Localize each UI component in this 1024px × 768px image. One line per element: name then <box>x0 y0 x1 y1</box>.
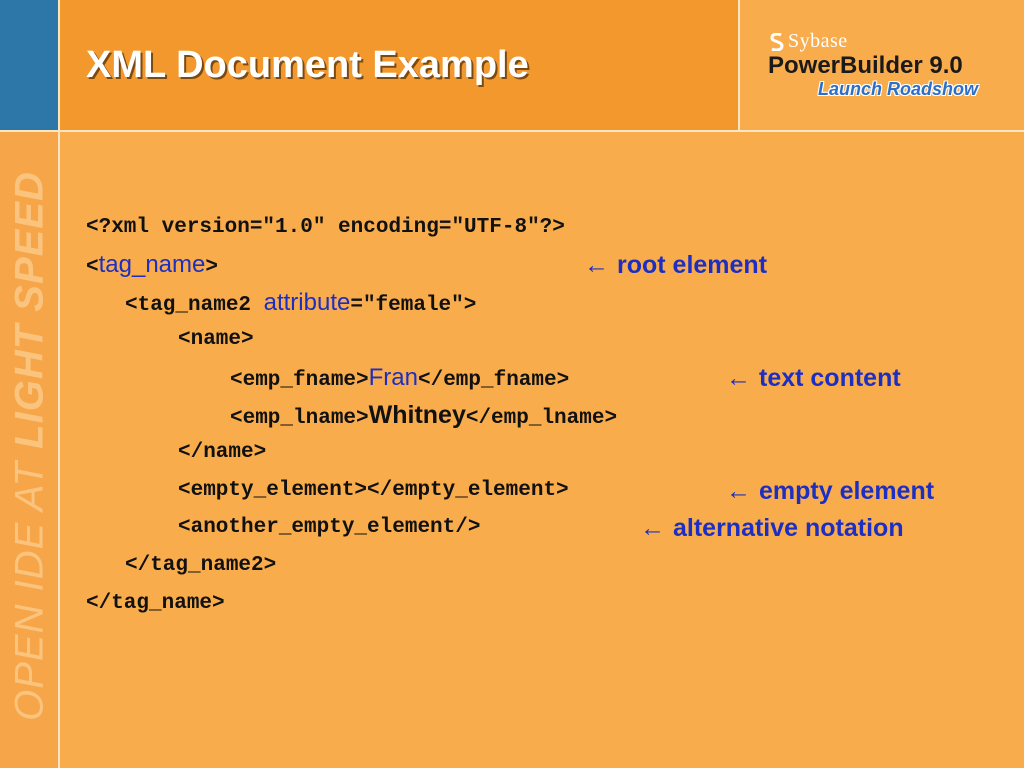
arrow-left-icon: ← <box>584 251 609 279</box>
corner-block <box>0 0 58 130</box>
code-line-lname: <emp_lname>Whitney</emp_lname> <box>230 401 618 430</box>
code-line-name-open: <name> <box>178 328 254 351</box>
code-line-empty-element: <empty_element></empty_element> <box>178 479 569 502</box>
event-logo: Launch Roadshow <box>818 79 979 99</box>
page-title: XML Document Example <box>86 44 529 86</box>
lname-value: Whitney <box>368 401 466 429</box>
fname-value: Fran <box>368 364 418 391</box>
arrow-left-icon: ← <box>726 477 751 505</box>
code-line-root-open: <tag_name> <box>86 251 218 279</box>
note-text-content: ←text content <box>726 364 901 392</box>
attribute-keyword: attribute <box>263 289 351 316</box>
code-line-declaration: <?xml version="1.0" encoding="UTF-8"?> <box>86 216 565 239</box>
code-line-name-close: </name> <box>178 441 267 464</box>
arrow-left-icon: ← <box>726 364 751 392</box>
note-root-element: ←root element <box>584 251 768 279</box>
code-line-root-close: </tag_name> <box>86 592 225 615</box>
logo-panel <box>740 0 1024 130</box>
side-strip <box>0 132 58 768</box>
sybase-logo: Sybase <box>770 30 848 53</box>
side-tagline-b: LIGHT SPEED <box>7 171 52 449</box>
root-tag-name: tag_name <box>98 251 206 278</box>
note-empty-element: ←empty element <box>726 477 935 505</box>
arrow-left-icon: ← <box>640 514 665 542</box>
side-tagline: OPEN IDE AT LIGHT SPEED <box>8 171 53 721</box>
sybase-logo-icon <box>770 32 784 51</box>
code-line-tag2-close: </tag_name2> <box>125 554 277 577</box>
sybase-logo-text: Sybase <box>788 30 848 52</box>
note-alternative-notation: ←alternative notation <box>640 514 904 542</box>
side-tagline-a: OPEN IDE AT <box>7 460 52 721</box>
code-line-another-empty: <another_empty_element/> <box>178 516 481 539</box>
code-line-tag2-open: <tag_name2 attribute="female"> <box>125 289 477 317</box>
code-line-fname: <emp_fname>Fran</emp_fname> <box>230 364 570 392</box>
divider-horizontal <box>0 130 1024 132</box>
title-bar <box>60 0 738 130</box>
divider-logo <box>738 0 740 130</box>
divider-vertical <box>58 0 60 768</box>
product-logo: PowerBuilder 9.0 <box>768 52 963 79</box>
